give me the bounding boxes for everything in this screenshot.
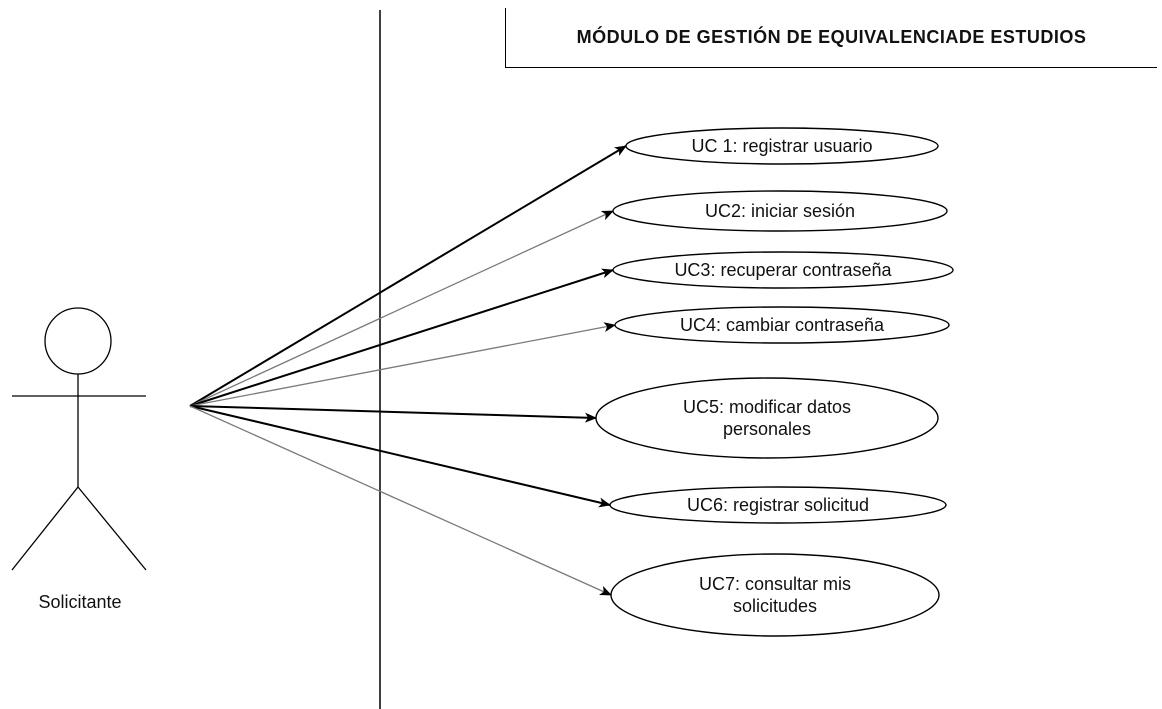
association-line [189, 405, 611, 508]
actor-left-leg [11, 486, 79, 571]
use-case-ellipse [610, 553, 940, 637]
use-case-ellipse [612, 190, 948, 232]
association-line [189, 210, 614, 407]
actor-figure [11, 307, 147, 571]
association-line [189, 322, 616, 407]
system-title: MÓDULO DE GESTIÓN DE EQUIVALENCIADE ESTU… [576, 27, 1087, 47]
use-case-ellipse [612, 251, 954, 289]
association-line [189, 145, 627, 407]
association-line [189, 405, 597, 423]
use-cases [595, 127, 954, 637]
association-line [189, 405, 612, 596]
use-case-ellipse [614, 306, 950, 344]
use-case-ellipse [625, 127, 939, 165]
associations [189, 145, 627, 596]
use-case-ellipse [609, 486, 947, 524]
actor-right-leg [77, 486, 147, 571]
use-case-ellipse [595, 377, 939, 459]
actor-label: Solicitante [38, 592, 122, 612]
system-title-box: MÓDULO DE GESTIÓN DE EQUIVALENCIADE ESTU… [505, 8, 1157, 68]
actor-head [44, 307, 112, 375]
association-line [189, 268, 614, 407]
